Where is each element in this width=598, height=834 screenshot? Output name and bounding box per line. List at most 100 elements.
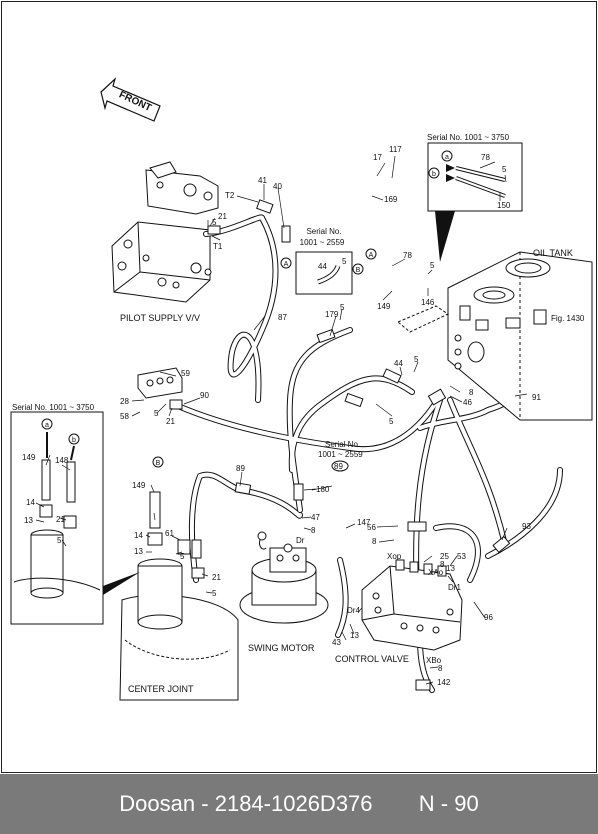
svg-text:21: 21 [166,417,175,426]
svg-text:a: a [45,422,49,429]
svg-text:Dr: Dr [296,536,305,545]
svg-text:B: B [156,460,161,467]
hydraulic-parts-diagram: FRONT PILOT SUPPLY V/V [10,77,593,701]
svg-text:61: 61 [165,529,174,538]
svg-text:91: 91 [532,393,541,402]
svg-text:25: 25 [440,552,449,561]
swing-motor [239,531,329,624]
svg-text:180: 180 [316,485,330,494]
left-detail-box: Serial No. 1001 ~ 3750 [10,403,104,625]
svg-text:43: 43 [332,638,341,647]
footer-page-ref: N - 90 [418,791,479,816]
oil-tank-label: OIL TANK [533,248,573,258]
svg-text:96: 96 [484,613,493,622]
svg-text:89: 89 [236,464,245,473]
svg-text:Dr1: Dr1 [448,583,461,592]
svg-text:8: 8 [311,526,316,535]
svg-text:148: 148 [55,456,69,465]
svg-text:XAo: XAo [428,568,444,577]
svg-text:a: a [445,154,449,161]
footer-part-number: 2184-1026D376 [214,791,373,816]
svg-text:Serial No.: Serial No. [306,227,341,236]
svg-text:5: 5 [212,218,217,227]
svg-text:13: 13 [134,547,143,556]
svg-text:44: 44 [318,262,327,271]
svg-text:21: 21 [212,573,221,582]
serial-box-middle: Serial No. 1001 ~ 2559 [295,227,353,295]
pilot-supply-label: PILOT SUPPLY V/V [120,313,200,323]
manifold-block-59 [137,367,183,399]
svg-text:14: 14 [26,498,35,507]
svg-text:5: 5 [430,261,435,270]
callout-89-oval [331,460,349,472]
center-joint-label: CENTER JOINT [128,684,194,694]
control-valve [361,559,463,651]
svg-text:5: 5 [57,536,62,545]
svg-text:146: 146 [421,298,435,307]
svg-text:40: 40 [273,182,282,191]
svg-text:28: 28 [120,397,129,406]
svg-text:5: 5 [212,589,217,598]
svg-text:93: 93 [522,522,531,531]
swing-motor-label: SWING MOTOR [248,643,315,653]
svg-text:117: 117 [389,145,402,154]
center-joint [119,456,239,701]
svg-text:A: A [369,252,374,259]
svg-text:Dr4: Dr4 [347,606,360,615]
svg-text:1001 ~ 2559: 1001 ~ 2559 [300,238,345,247]
svg-text:5: 5 [180,552,185,561]
svg-text:149: 149 [132,481,146,490]
svg-text:59: 59 [181,369,190,378]
svg-text:Xop: Xop [387,552,402,561]
svg-text:21: 21 [218,212,227,221]
pilot-supply-valve [111,161,219,303]
svg-text:21: 21 [56,515,65,524]
serial-box-top-right: Serial No. 1001 ~ 3750 [427,133,523,212]
svg-text:8: 8 [440,560,445,569]
svg-text:149: 149 [377,302,391,311]
svg-text:Serial No. 1001 ~ 3750: Serial No. 1001 ~ 3750 [12,403,95,412]
svg-text:T1: T1 [213,242,223,251]
control-valve-label: CONTROL VALVE [335,654,409,664]
svg-text:5: 5 [414,355,419,364]
svg-text:5: 5 [340,303,345,312]
svg-text:Serial No. 1001 ~ 3750: Serial No. 1001 ~ 3750 [427,133,510,142]
svg-text:8: 8 [469,388,474,397]
svg-text:13: 13 [350,631,359,640]
callout-numbers: 17 117 169 78 5 150 T2 41 40 5 21 T1 44 … [22,145,541,687]
svg-text:149: 149 [22,453,36,462]
svg-text:78: 78 [481,153,490,162]
fig-ref-label: Fig. 1430 [551,314,585,323]
front-arrow: FRONT [100,77,161,122]
svg-text:58: 58 [120,412,129,421]
svg-text:XBo: XBo [426,656,442,665]
svg-text:17: 17 [373,153,382,162]
svg-text:46: 46 [463,398,472,407]
svg-text:78: 78 [403,251,412,260]
part-footer-bar: Doosan - 2184-1026D376 N - 90 [0,774,598,834]
svg-text:14: 14 [134,531,143,540]
svg-text:5: 5 [502,165,507,174]
svg-text:90: 90 [200,391,209,400]
svg-text:8: 8 [372,537,377,546]
svg-text:56: 56 [367,523,376,532]
diagram-frame [1,1,597,773]
svg-text:53: 53 [457,552,466,561]
svg-text:Serial No.: Serial No. [325,440,360,449]
svg-text:87: 87 [278,313,287,322]
svg-text:142: 142 [437,678,451,687]
svg-text:b: b [72,437,76,444]
svg-text:150: 150 [497,201,511,210]
svg-text:5: 5 [389,417,394,426]
svg-text:T2: T2 [225,191,235,200]
svg-text:179: 179 [325,310,339,319]
svg-text:8: 8 [438,664,443,673]
svg-text:13: 13 [446,564,455,573]
pointer-wedge-left [103,572,140,595]
svg-text:41: 41 [258,176,267,185]
svg-text:47: 47 [311,513,320,522]
svg-text:B: B [356,267,361,274]
port-markers: A A B a b a b B [45,154,449,467]
svg-text:b: b [432,171,436,178]
oil-tank [447,251,593,421]
